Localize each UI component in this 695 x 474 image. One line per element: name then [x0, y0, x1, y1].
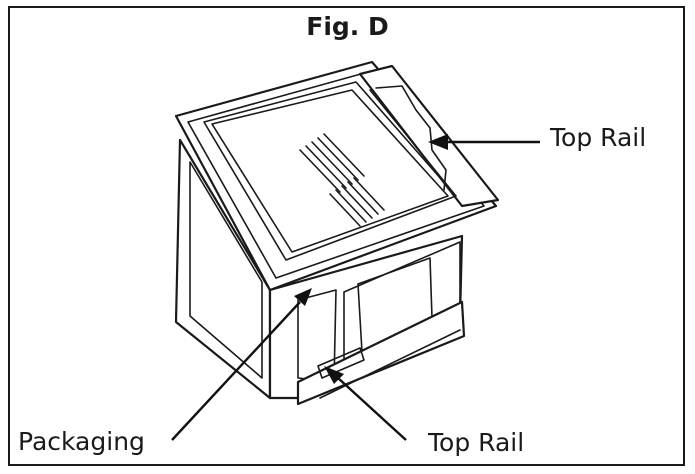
- top-rail-right-part: [358, 64, 500, 208]
- label-top-rail-right: Top Rail: [550, 123, 647, 152]
- vent-slots: [299, 133, 385, 227]
- arrow-top-rail-bottom: [324, 366, 407, 441]
- top-rail-bottom-part: [317, 347, 365, 379]
- arrow-top-rail-right: [428, 134, 540, 150]
- arrow-packaging: [171, 288, 312, 441]
- label-packaging: Packaging: [18, 427, 145, 456]
- figure-frame: [8, 6, 685, 466]
- label-top-rail-bottom: Top Rail: [428, 428, 525, 457]
- figure-title: Fig. D: [306, 12, 389, 41]
